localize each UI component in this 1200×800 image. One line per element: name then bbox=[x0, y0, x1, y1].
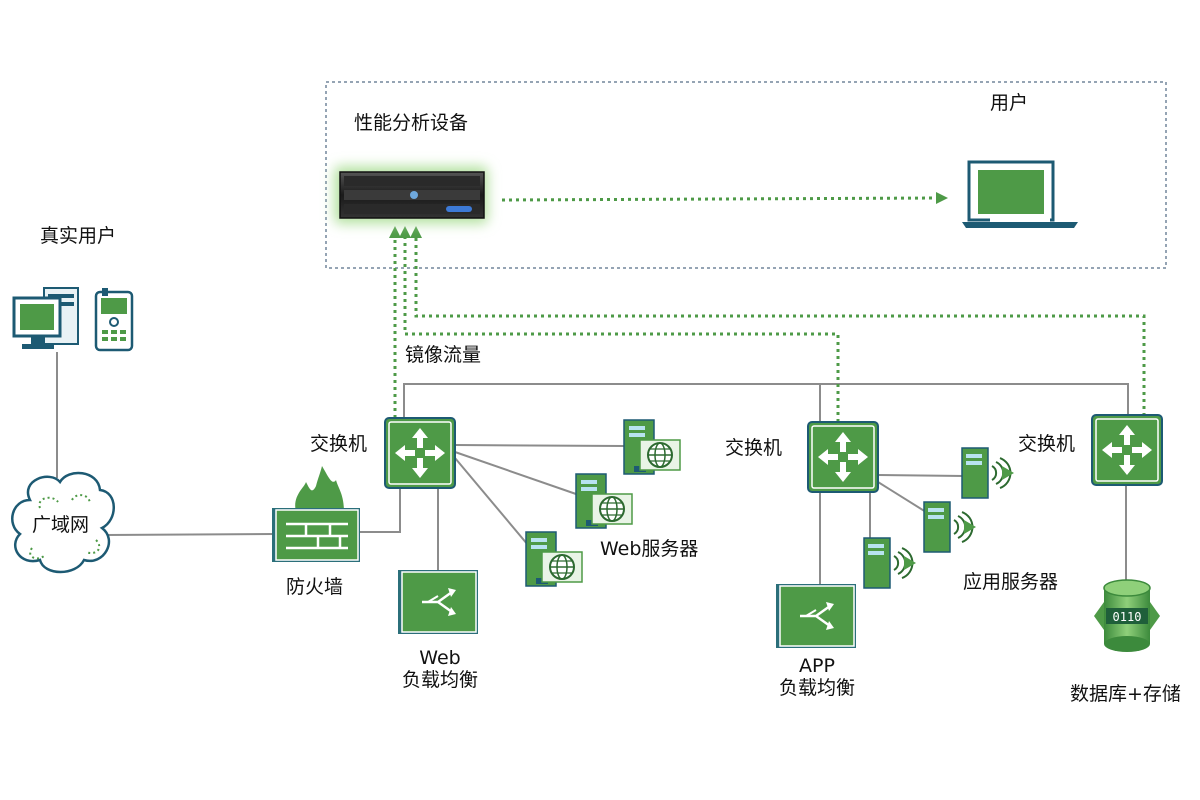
web-lb-label-line1: Web bbox=[419, 647, 461, 669]
rack-server-icon bbox=[334, 166, 488, 224]
mirror-arrowheads bbox=[389, 192, 948, 238]
switch-2-label: 交换机 bbox=[725, 437, 783, 459]
cloud-icon bbox=[11, 471, 115, 574]
solid-links bbox=[56, 352, 1129, 584]
switch-icon-1 bbox=[384, 417, 456, 489]
app-server-icon-2 bbox=[923, 501, 977, 553]
firewall-label: 防火墙 bbox=[286, 576, 344, 598]
switch-1-label: 交换机 bbox=[310, 433, 368, 455]
firewall-icon bbox=[272, 466, 360, 562]
switch-icon-2 bbox=[807, 421, 879, 493]
switch-3-label: 交换机 bbox=[1018, 433, 1076, 455]
switch-icon-3 bbox=[1091, 414, 1163, 486]
analysis-zone-frame bbox=[325, 81, 1167, 269]
user-label: 用户 bbox=[990, 92, 1029, 114]
app-server-icon-1 bbox=[961, 447, 1015, 499]
wan-label: 广域网 bbox=[32, 514, 90, 536]
mirror-traffic-links bbox=[393, 196, 1146, 422]
app-load-balancer-icon bbox=[774, 582, 858, 650]
web-lb-label-line2: 负载均衡 bbox=[401, 669, 478, 691]
analyzer-label: 性能分析设备 bbox=[354, 112, 469, 134]
web-lb-label: Web 负载均衡 bbox=[390, 647, 490, 691]
web-servers-label: Web服务器 bbox=[600, 538, 699, 560]
database-label: 数据库+存储 bbox=[1070, 683, 1181, 705]
laptop-icon bbox=[962, 160, 1078, 228]
web-server-icon-3 bbox=[525, 531, 583, 587]
app-lb-label-line2: 负载均衡 bbox=[778, 677, 855, 699]
real-users-label: 真实用户 bbox=[40, 225, 117, 247]
app-lb-label-line1: APP bbox=[799, 655, 835, 677]
desktop-and-phone-icon bbox=[12, 287, 134, 352]
svg-text:0110: 0110 bbox=[1113, 610, 1142, 624]
app-servers-label: 应用服务器 bbox=[963, 571, 1059, 593]
database-storage-icon: 0110 bbox=[1094, 579, 1160, 652]
app-server-icon-3 bbox=[863, 537, 917, 589]
web-server-icon-1 bbox=[623, 419, 681, 475]
app-lb-label: APP 负载均衡 bbox=[767, 655, 867, 699]
web-server-icon-2 bbox=[575, 473, 633, 529]
web-load-balancer-icon bbox=[396, 568, 480, 636]
mirror-traffic-label: 镜像流量 bbox=[405, 344, 482, 366]
